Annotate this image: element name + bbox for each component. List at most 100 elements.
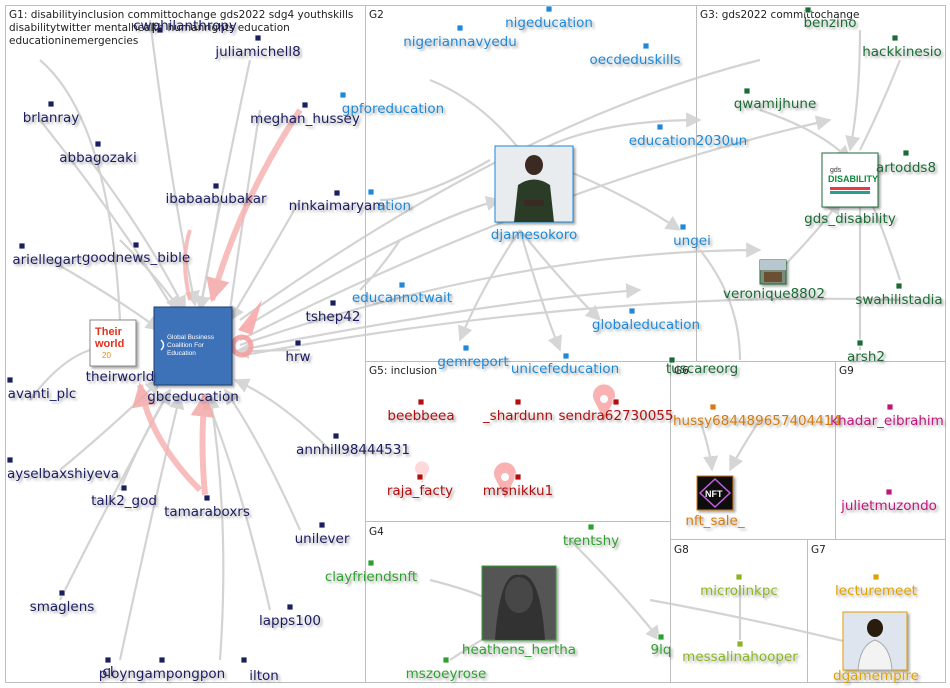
node-label-cwphilanthropy[interactable]: cwphilanthropy bbox=[133, 18, 237, 34]
node-marker-beebbeea[interactable] bbox=[417, 398, 425, 406]
node-label-education2030un[interactable]: education2030un bbox=[629, 133, 747, 149]
node-marker-9lq[interactable] bbox=[657, 633, 665, 641]
node-label-tuscareorg[interactable]: tuscareorg bbox=[666, 361, 738, 377]
node-label-avanti_plc[interactable]: avanti_plc bbox=[8, 386, 77, 402]
node-label-oecdeduskills[interactable]: oecdeduskills bbox=[589, 52, 680, 68]
node-marker-gpforeducation[interactable] bbox=[339, 91, 347, 99]
node-label-qwamijhune[interactable]: qwamijhune bbox=[734, 96, 817, 112]
node-marker-juliamichell8[interactable] bbox=[254, 34, 262, 42]
node-marker-messalinahooper[interactable] bbox=[736, 640, 744, 648]
node-marker-clayfriendsnft[interactable] bbox=[367, 559, 375, 567]
node-label-gemreport[interactable]: gemreport bbox=[437, 354, 508, 370]
node-marker-unilever[interactable] bbox=[318, 521, 326, 529]
node-label-nft_sale_[interactable]: nft_sale_ bbox=[685, 513, 744, 529]
node-label-ungei[interactable]: ungei bbox=[673, 233, 711, 249]
node-marker-qwamijhune[interactable] bbox=[743, 87, 751, 95]
node-label-veronique8802[interactable]: veronique8802 bbox=[723, 286, 825, 302]
node-label-nigeriannavyedu[interactable]: nigeriannavyedu bbox=[403, 34, 517, 50]
node-marker-tamaraboxrs[interactable] bbox=[203, 494, 211, 502]
node-label-globaleducation[interactable]: globaleducation bbox=[592, 317, 700, 333]
node-marker-nigeducation[interactable] bbox=[545, 5, 553, 13]
node-label-ilton[interactable]: ilton bbox=[249, 668, 279, 684]
node-marker-cwphilanthropy[interactable] bbox=[156, 26, 164, 34]
node-label-gbceducation[interactable]: gbceducation bbox=[147, 389, 239, 405]
node-label-ariellegartd[interactable]: ariellegart bbox=[12, 252, 81, 268]
node-marker-ninkaimaryam[interactable] bbox=[333, 189, 341, 197]
node-image-veronique8802[interactable] bbox=[759, 259, 787, 285]
node-marker-mszoeyrose[interactable] bbox=[442, 656, 450, 664]
node-marker-raja_facty[interactable] bbox=[416, 473, 424, 481]
node-label-artodds8[interactable]: artodds8 bbox=[876, 160, 936, 176]
node-label-nigeducation[interactable]: nigeducation bbox=[505, 15, 593, 31]
node-marker-unicefeducation[interactable] bbox=[562, 352, 570, 360]
node-marker-lapps100[interactable] bbox=[286, 603, 294, 611]
node-marker-swahilistadia[interactable] bbox=[895, 282, 903, 290]
node-label-clayfriendsnft[interactable]: clayfriendsnft bbox=[325, 569, 417, 585]
node-label-benzino[interactable]: benzino bbox=[803, 15, 856, 31]
node-marker-annhill98444531[interactable] bbox=[332, 432, 340, 440]
node-label-swahilistadia[interactable]: swahilistadia bbox=[855, 292, 942, 308]
node-marker-microlinkpc[interactable] bbox=[735, 573, 743, 581]
node-label-9lq[interactable]: 9lq bbox=[651, 642, 672, 658]
node-marker-trentshy[interactable] bbox=[587, 523, 595, 531]
node-marker-arsh2[interactable] bbox=[856, 339, 864, 347]
node-label-educannotwait[interactable]: educannotwait bbox=[352, 290, 452, 306]
node-label-aysel-baxshiyeva[interactable]: ayselbaxshiyeva bbox=[7, 466, 119, 482]
node-marker-tuscareorg[interactable] bbox=[668, 356, 676, 364]
node-marker-ariellegartd[interactable] bbox=[18, 242, 26, 250]
node-label-arsh2[interactable]: arsh2 bbox=[847, 349, 885, 365]
node-marker-hrw[interactable] bbox=[294, 339, 302, 347]
node-label-tamaraboxrs[interactable]: tamaraboxrs bbox=[164, 504, 250, 520]
node-label-hrw[interactable]: hrw bbox=[285, 349, 310, 365]
node-image-dgamempire[interactable] bbox=[842, 611, 908, 671]
node-label-annhill98444531[interactable]: annhill98444531 bbox=[296, 442, 410, 458]
node-label-_shardunn[interactable]: _shardunn bbox=[482, 408, 553, 424]
node-label-lecturemeet[interactable]: lecturemeet bbox=[835, 583, 917, 599]
node-marker-ibabaabubakar[interactable] bbox=[212, 182, 220, 190]
node-marker-meghan_hussey[interactable] bbox=[301, 101, 309, 109]
node-image-gbceducation[interactable]: Global Business Coalition For Education bbox=[153, 306, 233, 386]
node-image-theirworld[interactable]: Their world 20 bbox=[89, 319, 137, 367]
node-label-ation[interactable]: ation bbox=[377, 198, 411, 214]
node-label-trentshy[interactable]: trentshy bbox=[563, 533, 619, 549]
node-marker-tshep42[interactable] bbox=[329, 299, 337, 307]
node-label-unilever[interactable]: unilever bbox=[295, 531, 350, 547]
node-label-goodnews_bible[interactable]: goodnews_bible bbox=[82, 250, 190, 266]
node-label-microlinkpc[interactable]: microlinkpc bbox=[700, 583, 778, 599]
node-label-abbagozaki[interactable]: abbagozaki bbox=[59, 150, 136, 166]
node-label-gpforeducation[interactable]: gpforeducation bbox=[342, 101, 444, 117]
node-label-djamesokoro[interactable]: djamesokoro bbox=[491, 227, 577, 243]
node-marker-mrsnikku1[interactable] bbox=[514, 473, 522, 481]
node-marker-abbagozaki[interactable] bbox=[94, 140, 102, 148]
node-label-unicefeducation[interactable]: unicefeducation bbox=[511, 361, 619, 377]
node-label-dgamempire[interactable]: dgamempire bbox=[833, 668, 919, 684]
node-marker-benzino[interactable] bbox=[804, 6, 812, 14]
node-image-heathens_hertha[interactable] bbox=[481, 565, 557, 641]
node-label-ploy[interactable]: ployngampongpon bbox=[99, 666, 225, 682]
node-marker-khadar_eibrahim[interactable] bbox=[886, 403, 894, 411]
node-marker-talk2_god[interactable] bbox=[120, 484, 128, 492]
node-marker-_shardunn[interactable] bbox=[514, 398, 522, 406]
node-label-sendra62730055[interactable]: sendra62730055 bbox=[558, 408, 673, 424]
node-label-meghan_hussey[interactable]: meghan_hussey bbox=[250, 111, 360, 127]
node-label-beebbeea[interactable]: beebbeea bbox=[387, 408, 454, 424]
node-label-julietmuzondo[interactable]: julietmuzondo bbox=[840, 498, 937, 514]
node-marker-avanti_plc[interactable] bbox=[6, 376, 14, 384]
node-marker-hussy[interactable] bbox=[709, 403, 717, 411]
node-label-messalinahooper[interactable]: messalinahooper bbox=[682, 649, 798, 665]
node-label-gds_disability[interactable]: gds_disability bbox=[804, 211, 896, 227]
node-marker-goodnews_bible[interactable] bbox=[132, 241, 140, 249]
node-image-gds_disability[interactable]: gds DISABILITY bbox=[821, 152, 879, 208]
node-label-lapps100[interactable]: lapps100 bbox=[259, 613, 321, 629]
node-marker-ation[interactable] bbox=[367, 188, 375, 196]
node-marker-aysel-baxshiyeva[interactable] bbox=[6, 456, 14, 464]
node-label-smaglens[interactable]: smaglens bbox=[30, 599, 95, 615]
node-image-nft_sale_[interactable]: NFT bbox=[696, 475, 734, 511]
node-marker-lecturemeet[interactable] bbox=[872, 573, 880, 581]
node-marker-cl[interactable] bbox=[104, 656, 112, 664]
node-label-hussy[interactable]: hussy684489657404414 bbox=[673, 413, 841, 429]
node-label-raja_facty[interactable]: raja_facty bbox=[387, 483, 453, 499]
node-label-ibabaabubakar[interactable]: ibabaabubakar bbox=[165, 191, 267, 207]
node-label-juliamichell8[interactable]: juliamichell8 bbox=[214, 44, 300, 60]
node-marker-ilton[interactable] bbox=[240, 656, 248, 664]
